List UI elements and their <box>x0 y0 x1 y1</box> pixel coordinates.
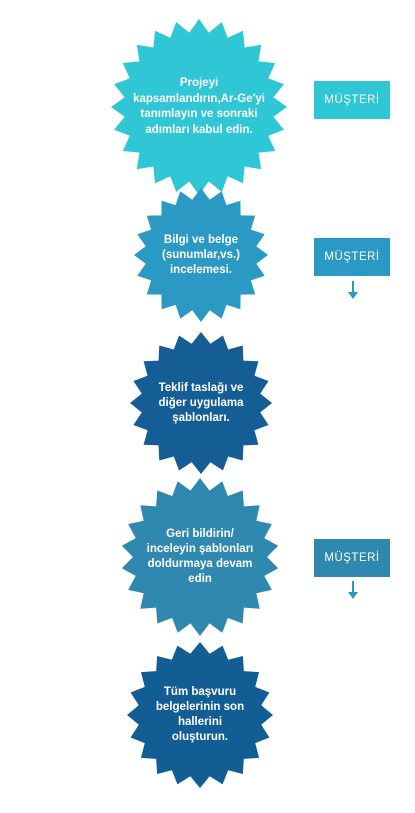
step-4: Geri bildirin/ inceleyin şablonları dold… <box>121 478 279 636</box>
step-4-badge-shape <box>121 478 279 636</box>
step-1-badge-shape <box>111 19 287 195</box>
step-5: Tüm başvuru belgelerinin son hallerini o… <box>127 642 273 788</box>
step-2-badge-shape <box>134 188 268 322</box>
step-3-text: Teklif taslağı ve diğer uygulama şablonl… <box>158 381 244 424</box>
client-tag-3: MÜŞTERİ <box>314 539 390 577</box>
step-3-badge-shape <box>130 332 272 474</box>
arrow-down-icon <box>348 581 358 599</box>
step-2-text: Bilgi ve belge (sunumlar,vs.) incelemesi… <box>162 233 240 276</box>
step-1-text: Projeyi kapsamlandırın,Ar-Ge'yi tanımlay… <box>133 77 265 136</box>
arrow-down-icon <box>348 281 358 299</box>
step-5-text: Tüm başvuru belgelerinin son hallerini o… <box>155 686 245 743</box>
step-1: Projeyi kapsamlandırın,Ar-Ge'yi tanımlay… <box>111 19 287 195</box>
client-tag-1: MÜŞTERİ <box>314 81 390 119</box>
step-3: Teklif taslağı ve diğer uygulama şablonl… <box>130 332 272 474</box>
step-4-text: Geri bildirin/ inceleyin şablonları dold… <box>146 528 254 585</box>
client-tag-2: MÜŞTERİ <box>314 238 390 276</box>
step-5-badge-shape <box>127 642 273 788</box>
step-2: Bilgi ve belge (sunumlar,vs.) incelemesi… <box>134 188 268 322</box>
